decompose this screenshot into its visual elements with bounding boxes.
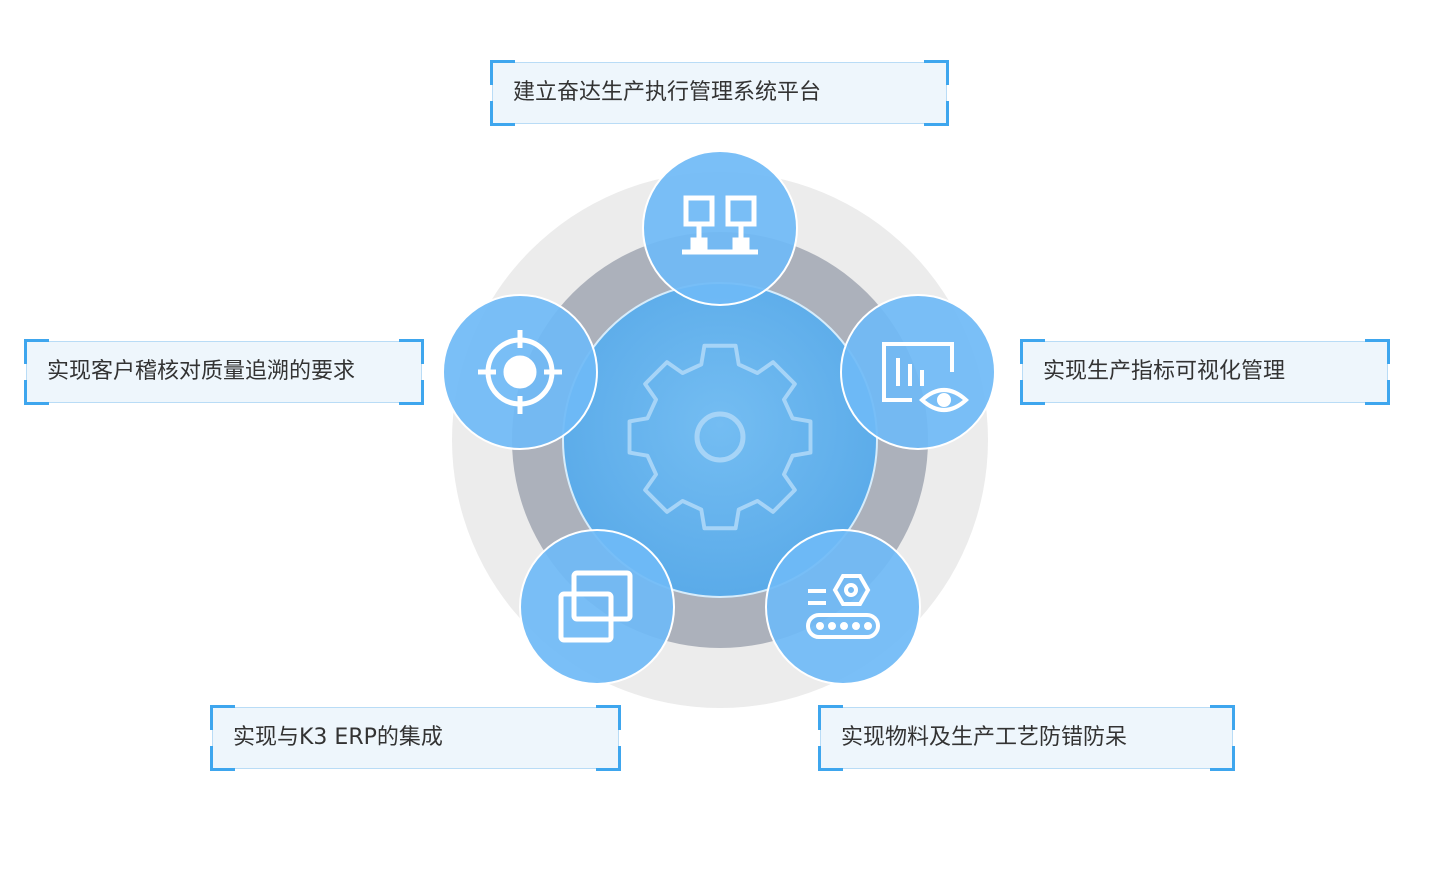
gear-icon <box>627 343 813 531</box>
target-icon <box>478 330 562 414</box>
label-text-bottom-right: 实现物料及生产工艺防错防呆 <box>841 725 1128 750</box>
corner-bracket <box>490 101 515 126</box>
label-text-top: 建立奋达生产执行管理系统平台 <box>513 80 822 105</box>
corner-bracket <box>210 705 235 730</box>
label-box-bottom-left: 实现与K3 ERP的集成 <box>210 705 621 771</box>
node-top[interactable] <box>642 150 798 306</box>
corner-bracket <box>1210 746 1235 771</box>
node-bottom-left[interactable] <box>519 529 675 685</box>
eye-chart-icon <box>882 342 969 412</box>
corner-bracket <box>24 380 49 405</box>
node-right[interactable] <box>840 294 996 450</box>
corner-bracket <box>924 60 949 85</box>
corner-bracket <box>490 60 515 85</box>
node-left[interactable] <box>442 294 598 450</box>
label-box-left: 实现客户稽核对质量追溯的要求 <box>24 339 424 405</box>
label-text-left: 实现客户稽核对质量追溯的要求 <box>47 359 356 384</box>
corner-bracket <box>596 746 621 771</box>
conveyor-nut-icon <box>806 574 880 639</box>
label-text-right: 实现生产指标可视化管理 <box>1043 359 1286 384</box>
corner-bracket <box>818 705 843 730</box>
label-box-bottom-right: 实现物料及生产工艺防错防呆 <box>818 705 1235 771</box>
corner-bracket <box>1210 705 1235 730</box>
corner-bracket <box>210 746 235 771</box>
label-text-bottom-left: 实现与K3 ERP的集成 <box>233 725 443 750</box>
corner-bracket <box>399 339 424 364</box>
corner-bracket <box>24 339 49 364</box>
node-bottom-right[interactable] <box>765 529 921 685</box>
label-box-top: 建立奋达生产执行管理系统平台 <box>490 60 949 126</box>
corner-bracket <box>1365 339 1390 364</box>
overlap-squares-icon <box>558 570 633 643</box>
corner-bracket <box>1020 339 1045 364</box>
corner-bracket <box>596 705 621 730</box>
corner-bracket <box>818 746 843 771</box>
corner-bracket <box>924 101 949 126</box>
corner-bracket <box>1365 380 1390 405</box>
corner-bracket <box>399 380 424 405</box>
network-icon <box>682 195 758 255</box>
corner-bracket <box>1020 380 1045 405</box>
label-box-right: 实现生产指标可视化管理 <box>1020 339 1390 405</box>
